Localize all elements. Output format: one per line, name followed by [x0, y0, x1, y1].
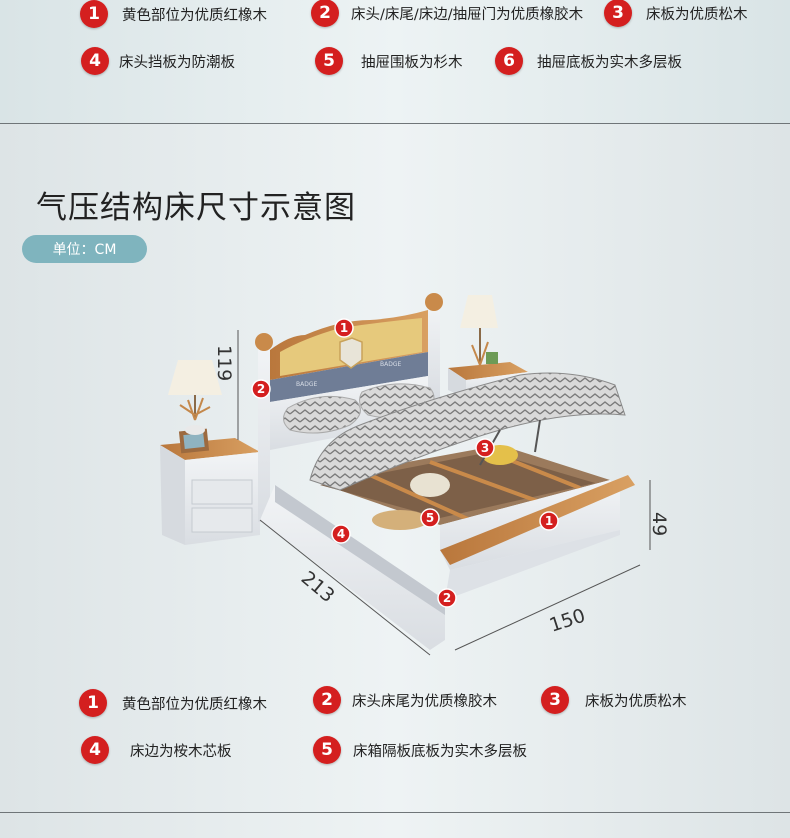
- svg-text:2: 2: [257, 382, 265, 396]
- bed-marker-2-headboard: 2: [251, 379, 271, 399]
- top-legend-item-6: 6 抽屉底板为实木多层板: [495, 47, 682, 75]
- legend-number-badge: 3: [541, 686, 569, 714]
- left-nightstand: [160, 428, 260, 545]
- legend-number-badge: 1: [79, 689, 107, 717]
- headboard-badge-right: BADGE: [380, 361, 401, 368]
- legend-text: 黄色部位为优质红橡木: [122, 7, 267, 24]
- legend-number-badge: 3: [604, 0, 632, 27]
- right-lamp-icon: [460, 295, 498, 366]
- svg-text:1: 1: [545, 514, 553, 528]
- bed-marker-2-footboard: 2: [437, 588, 457, 608]
- legend-number-badge: 6: [495, 47, 523, 75]
- legend-text: 床边为桉木芯板: [130, 743, 232, 760]
- legend-text: 床头床尾为优质橡胶木: [352, 693, 497, 710]
- legend-number-badge: 5: [313, 736, 341, 764]
- svg-text:5: 5: [426, 511, 434, 525]
- top-legend-panel: 1 黄色部位为优质红橡木 2 床头/床尾/床边/抽屉门为优质橡胶木 3 床板为优…: [0, 0, 790, 124]
- legend-text: 床头挡板为防潮板: [119, 54, 235, 71]
- bed-marker-5-storage-panel: 5: [420, 508, 440, 528]
- bottom-legend-item-1: 1 黄色部位为优质红橡木: [79, 689, 267, 717]
- top-legend-item-1: 1 黄色部位为优质红橡木: [80, 0, 267, 28]
- dimension-lines: [237, 330, 651, 656]
- bottom-legend-item-3: 3 床板为优质松木: [541, 686, 687, 714]
- section-divider-bottom: [0, 812, 790, 813]
- left-lamp-icon: [168, 360, 222, 435]
- top-legend-item-4: 4 床头挡板为防潮板: [81, 47, 235, 75]
- legend-text: 床头/床尾/床边/抽屉门为优质橡胶木: [351, 6, 584, 23]
- bottom-legend-item-2: 2 床头床尾为优质橡胶木: [313, 686, 497, 714]
- top-legend-item-2: 2 床头/床尾/床边/抽屉门为优质橡胶木: [311, 0, 583, 27]
- dimension-footboard: 49: [648, 512, 670, 536]
- bed-marker-1-headboard: 1: [334, 318, 354, 338]
- legend-text: 黄色部位为优质红橡木: [122, 696, 267, 713]
- bed-frame: [260, 445, 635, 650]
- svg-text:2: 2: [443, 591, 451, 605]
- bed-marker-3-bedboard: 3: [475, 438, 495, 458]
- bottom-legend-item-4: 4 床边为桉木芯板: [81, 736, 232, 764]
- dimension-width: 150: [547, 605, 588, 637]
- legend-text: 床板为优质松木: [646, 6, 748, 23]
- bed-marker-1-footboard: 1: [539, 511, 559, 531]
- section-divider-top: [0, 123, 790, 124]
- section-title: 气压结构床尺寸示意图: [36, 190, 356, 226]
- pillows: [283, 383, 435, 434]
- legend-number-badge: 2: [313, 686, 341, 714]
- legend-text: 床箱隔板底板为实木多层板: [353, 743, 527, 760]
- unit-badge: 单位：CM: [22, 235, 147, 263]
- legend-number-badge: 2: [311, 0, 339, 27]
- dimension-height: 119: [213, 345, 235, 381]
- svg-text:1: 1: [340, 321, 348, 335]
- legend-text: 抽屉围板为杉木: [361, 54, 463, 71]
- bed-illustration: BADGE BADGE 119 2 1 3 150 49: [160, 293, 670, 656]
- legend-number-badge: 4: [81, 736, 109, 764]
- legend-number-badge: 4: [81, 47, 109, 75]
- svg-text:3: 3: [481, 441, 489, 455]
- top-legend-item-3: 3 床板为优质松木: [604, 0, 748, 27]
- top-legend-item-5: 5 抽屉围板为杉木: [315, 47, 463, 75]
- lifted-mattress: [309, 372, 626, 491]
- legend-number-badge: 5: [315, 47, 343, 75]
- headboard-badge-left: BADGE: [296, 381, 317, 388]
- svg-text:4: 4: [337, 527, 345, 541]
- legend-number-badge: 1: [80, 0, 108, 28]
- bed-marker-4-side-rail: 4: [331, 524, 351, 544]
- legend-text: 抽屉底板为实木多层板: [537, 54, 682, 71]
- legend-text: 床板为优质松木: [585, 693, 687, 710]
- bottom-legend-item-5: 5 床箱隔板底板为实木多层板: [313, 736, 527, 764]
